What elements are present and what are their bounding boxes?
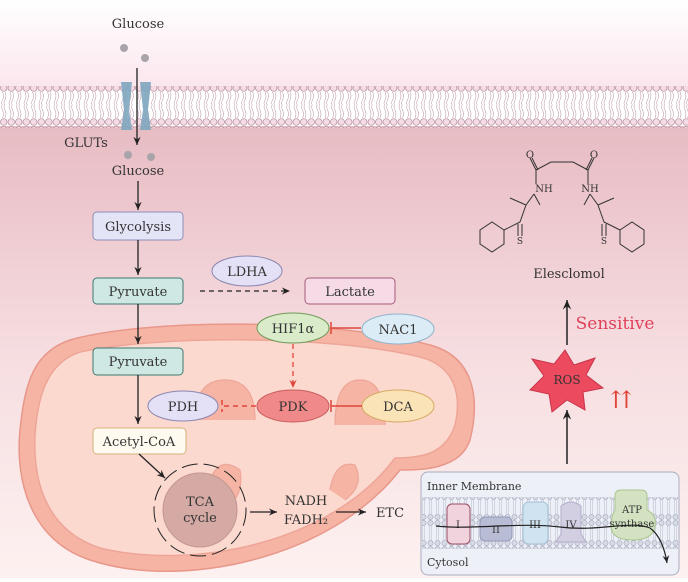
nac1-node <box>361 313 435 345</box>
pyruvate-mito-label: Pyruvate <box>109 355 168 370</box>
ros-label: ROS <box>553 373 580 387</box>
tca-label-2: cycle <box>183 511 217 526</box>
nadh-label: NADH <box>285 494 328 509</box>
dashed-inhibition-line <box>221 400 256 412</box>
complex-ii <box>479 516 513 542</box>
gluts-label: GLUTs <box>64 136 108 151</box>
inner-membrane-label: Inner Membrane <box>427 480 521 493</box>
ros-burst-icon <box>528 349 605 413</box>
extracellular-space <box>0 0 688 88</box>
etc-label: ETC <box>376 506 404 521</box>
cell-membrane <box>0 86 688 128</box>
complex-ii-label: II <box>492 525 500 536</box>
pdk-label: PDK <box>279 400 308 415</box>
acetyl-coa-label: Acetyl-CoA <box>102 435 176 450</box>
ros-increase-arrows: ⇈ <box>610 386 632 414</box>
nac1-label: NAC1 <box>379 323 418 338</box>
hif1a-node <box>256 312 330 344</box>
atp-label-1: ATP <box>621 505 642 516</box>
complex-i-label: I <box>456 520 460 531</box>
atp-label-2: synthase <box>610 519 655 530</box>
complex-i <box>446 503 471 545</box>
mol-nh-left: NH <box>535 184 553 195</box>
dca-label: DCA <box>383 400 413 415</box>
inhibition-line <box>330 400 362 412</box>
lactate-label: Lactate <box>325 285 375 300</box>
fadh2-label: FADH₂ <box>284 513 328 528</box>
glut-transporter-icon <box>121 82 151 130</box>
tca-label-1: TCA <box>186 495 215 510</box>
glucose-molecule-icon <box>147 153 155 161</box>
glucose-molecule-icon <box>124 151 132 159</box>
tca-cycle-arrows <box>153 463 247 557</box>
sensitive-label: Sensitive <box>576 314 655 334</box>
elesclomol-label: Elesclomol <box>533 267 605 282</box>
tca-cycle-node <box>162 472 238 548</box>
ldha-label: LDHA <box>227 265 267 280</box>
mol-nh-right: NH <box>581 184 599 195</box>
hif1a-label: HIF1α <box>272 322 315 337</box>
electron-flow-arrow <box>435 524 670 564</box>
inhibition-line <box>330 322 361 334</box>
complex-iv <box>555 501 587 543</box>
pdk-node <box>256 389 330 423</box>
glucose-molecule-icon <box>141 54 149 62</box>
cytosol-label: Cytosol <box>427 556 469 569</box>
mol-s-right: S <box>601 237 607 247</box>
glycolysis-label: Glycolysis <box>105 220 171 235</box>
cristae <box>194 379 386 511</box>
pdh-label: PDH <box>168 400 199 415</box>
pdh-node <box>147 390 219 422</box>
pyruvate-cytosol-label: Pyruvate <box>109 285 168 300</box>
arrow <box>138 453 166 479</box>
complex-iii <box>522 501 549 545</box>
mol-o-right: O <box>590 150 598 161</box>
lactate-box <box>304 277 396 305</box>
glucose-outside-label: Glucose <box>112 17 165 32</box>
complex-iv-label: IV <box>565 520 577 531</box>
glucose-inside-label: Glucose <box>112 164 165 179</box>
elesclomol-structure <box>479 157 645 253</box>
mol-s-left: S <box>517 237 523 247</box>
mol-o-left: O <box>526 150 534 161</box>
glucose-molecule-icon <box>120 44 128 52</box>
ldha-node <box>211 255 283 287</box>
